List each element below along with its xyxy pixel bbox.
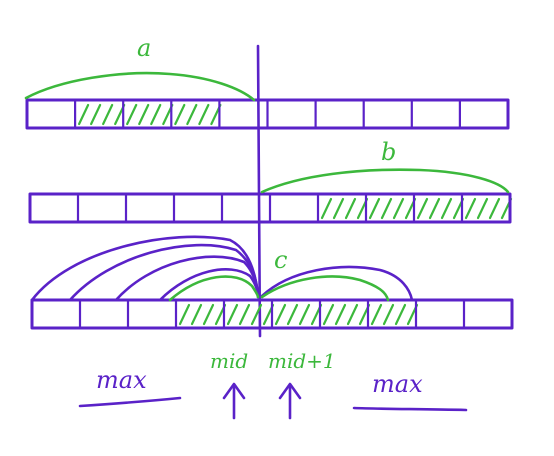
hatch-mark xyxy=(382,303,395,326)
label-b: b xyxy=(381,138,396,166)
hatch-mark xyxy=(90,103,102,126)
label-max-right: max xyxy=(372,370,423,398)
midline-divider xyxy=(256,44,262,338)
hatch-mark xyxy=(198,103,210,126)
hatch-mark xyxy=(416,197,429,220)
label-max-left: max xyxy=(96,366,147,394)
hatch-mark xyxy=(428,197,441,220)
brace-b xyxy=(260,168,510,194)
hatch-mark xyxy=(77,103,90,126)
brace-a xyxy=(24,71,256,102)
array-b xyxy=(28,192,513,224)
hatch-mark xyxy=(320,197,333,220)
hatch-mark xyxy=(150,103,162,126)
hatch-mark xyxy=(476,197,489,220)
hatch-mark xyxy=(238,303,251,326)
up-arrow-icon xyxy=(222,382,246,420)
up-arrow-icon xyxy=(278,382,302,420)
hatch-mark xyxy=(226,303,239,326)
hatch-mark xyxy=(394,303,407,326)
hatch-mark xyxy=(346,303,359,326)
hatch-mark xyxy=(392,197,405,220)
hatch-mark xyxy=(174,103,186,126)
hatch-mark xyxy=(440,197,453,220)
label-c: c xyxy=(274,246,287,274)
hatch-mark xyxy=(102,103,114,126)
hatch-mark xyxy=(322,303,335,326)
hatch-mark xyxy=(178,303,191,326)
arc-c-left-4 xyxy=(158,268,260,302)
array-c xyxy=(30,298,514,330)
underline-max-right xyxy=(352,406,468,412)
hatch-mark xyxy=(344,197,357,220)
hatch-mark xyxy=(370,303,383,326)
arc-c-left-green xyxy=(168,275,260,302)
hatch-mark xyxy=(332,197,345,220)
arc-c-right-green xyxy=(260,275,390,302)
hatch-mark xyxy=(298,303,311,326)
arc-c-right-purple xyxy=(260,265,414,302)
hatch-mark xyxy=(464,197,477,220)
hatch-mark xyxy=(250,303,263,326)
label-mid-plus-1: mid+1 xyxy=(268,349,336,373)
hatch-mark xyxy=(186,103,198,126)
underline-max-left xyxy=(78,396,182,408)
arc-c-left-2 xyxy=(68,243,260,302)
hatch-mark xyxy=(190,303,203,326)
label-mid: mid xyxy=(210,349,248,373)
hatch-mark xyxy=(138,103,150,126)
hatch-mark xyxy=(380,197,393,220)
hatch-mark xyxy=(334,303,347,326)
label-a: a xyxy=(137,34,151,62)
hatch-mark xyxy=(286,303,299,326)
hatch-mark xyxy=(202,303,215,326)
hatch-mark xyxy=(488,197,501,220)
array-a xyxy=(25,98,510,130)
hatch-mark xyxy=(126,103,138,126)
hatch-mark xyxy=(274,303,287,326)
arc-c-left-3 xyxy=(114,255,260,302)
hatch-mark xyxy=(368,197,381,220)
